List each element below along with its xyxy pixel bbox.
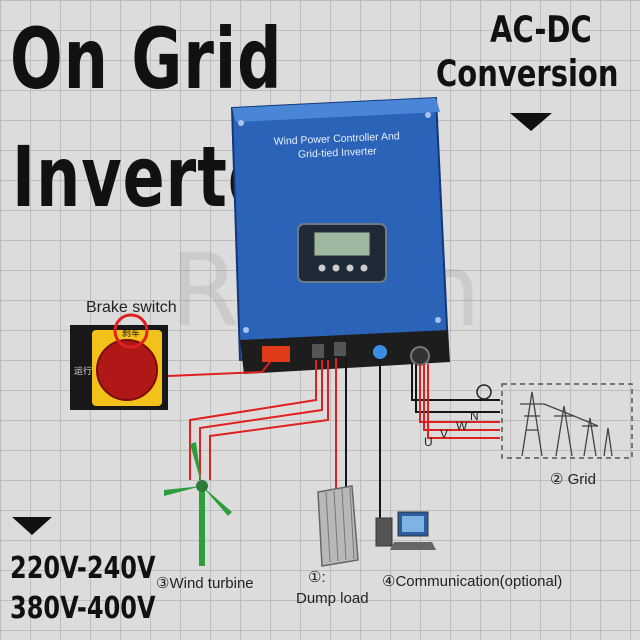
brake-switch-title: Brake switch (86, 299, 177, 316)
label-communication: ④Communication(optional) (382, 573, 562, 590)
grid-tower-icon (520, 391, 613, 457)
screw-icon (425, 112, 431, 118)
grid-frame (501, 383, 633, 459)
voltage-tag-1: 220V-240V (10, 550, 156, 586)
brake-switch: 刹车 运行 (70, 313, 168, 410)
screw-icon (435, 317, 441, 323)
connector-icon (334, 342, 346, 356)
brake-connector (262, 346, 290, 362)
panel-button-icon (332, 264, 340, 272)
panel-button-icon (360, 264, 368, 272)
brake-wire (167, 361, 271, 377)
comm-port-icon (373, 345, 387, 359)
grid-wire-ground (411, 364, 500, 401)
grid-connector-icon (410, 346, 430, 366)
lcd-display (313, 231, 371, 257)
turbine-wire (199, 360, 323, 480)
phase-label-n: N (470, 409, 479, 423)
brake-label-top: 刹车 (122, 327, 140, 339)
dump-load-icon (317, 485, 359, 567)
conversion-arrow-icon (510, 113, 552, 131)
screw-icon (238, 120, 244, 126)
brake-label-left: 运行 (74, 365, 92, 377)
grid-wire-u (427, 364, 500, 439)
conversion-tag-line1: AC-DC (490, 8, 592, 51)
turbine-wire (209, 360, 329, 480)
phase-label-w: W (456, 419, 468, 433)
headline-line1: On Grid (10, 9, 283, 109)
grid-wire-n (415, 364, 500, 413)
brake-switch-highlight (113, 313, 149, 349)
inverter-unit (230, 96, 450, 374)
connector-icon (312, 344, 324, 358)
voltage-arrow-icon (12, 517, 52, 535)
phase-label-u: U (424, 435, 433, 449)
grid-wire-w (419, 364, 500, 423)
ground-icon (476, 384, 492, 400)
label-dump-load: Dump load (296, 590, 369, 607)
inverter-top-edge (232, 98, 440, 122)
screw-icon (243, 327, 249, 333)
phase-label-v: V (440, 427, 448, 441)
voltage-tag-2: 380V-400V (10, 590, 156, 626)
grid-wire-v (423, 364, 500, 431)
label-wind-turbine: ③Wind turbine (156, 575, 254, 592)
wind-turbine-icon (164, 442, 232, 566)
turbine-wire (189, 360, 317, 480)
brake-switch-knob (96, 339, 158, 401)
conversion-tag-line2: Conversion (436, 52, 619, 95)
label-grid: ② Grid (550, 471, 596, 488)
computer-icon (375, 511, 436, 550)
panel-button-icon (346, 264, 354, 272)
label-dump-load-number: ①: (308, 569, 326, 586)
panel-button-icon (318, 264, 326, 272)
